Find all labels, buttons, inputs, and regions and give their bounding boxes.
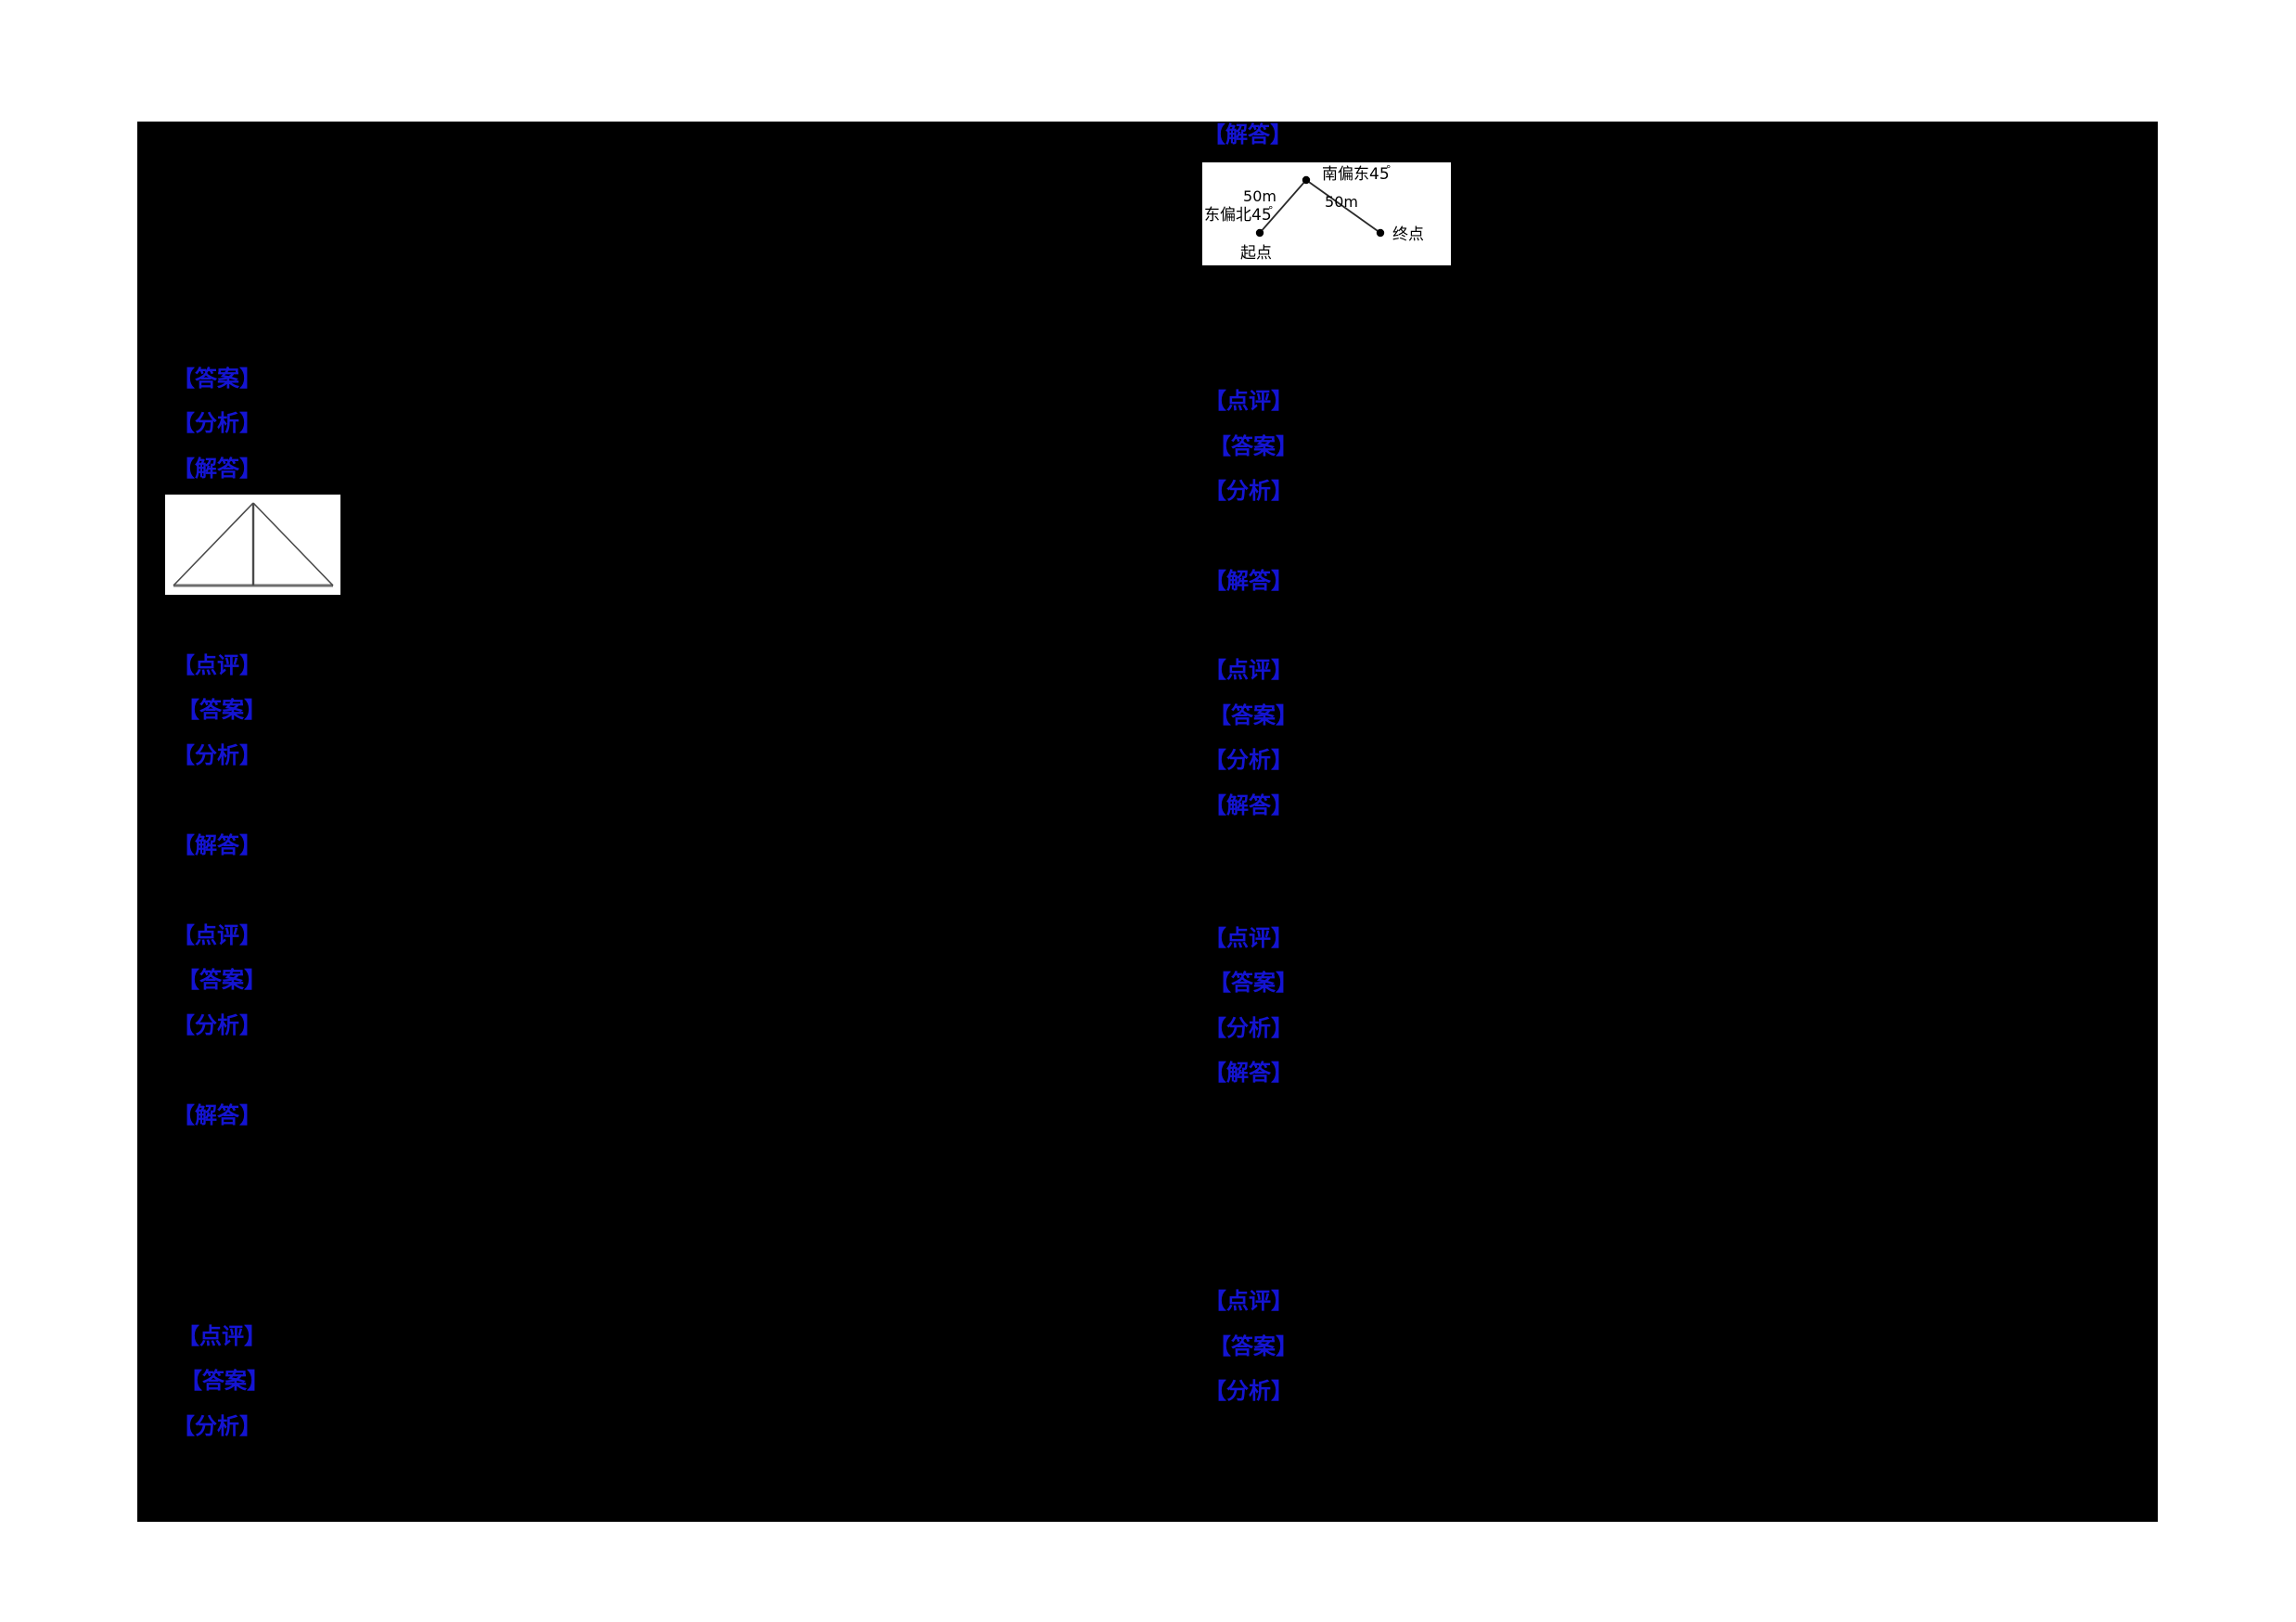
bearing-route-diagram: 起点 终点 50m 50m 东偏北45 ° 南偏东45 °	[1202, 162, 1451, 265]
bearing-1-label: 东偏北45	[1204, 206, 1272, 225]
section-tag-right_column-9: 【点评】	[1204, 925, 1293, 951]
triangle-figure	[165, 495, 340, 595]
bearing-2-label: 南偏东45	[1322, 165, 1390, 184]
section-tag-right_column-3: 【分析】	[1204, 478, 1293, 504]
section-tag-left_column-1: 【分析】	[173, 410, 262, 436]
bearing-figure: 起点 终点 50m 50m 东偏北45 ° 南偏东45 °	[1202, 162, 1451, 265]
section-tag-right_column-0: 【解答】	[1203, 122, 1292, 148]
route-segment-2	[1305, 179, 1381, 234]
section-tag-right_column-13: 【点评】	[1204, 1288, 1293, 1314]
start-label: 起点	[1240, 244, 1272, 263]
section-tag-left_column-11: 【点评】	[177, 1323, 266, 1349]
section-tag-left_column-5: 【分析】	[173, 742, 262, 768]
triangle-right-side	[252, 502, 334, 586]
end-label: 终点	[1392, 225, 1424, 244]
section-tag-left_column-0: 【答案】	[173, 366, 262, 392]
section-tag-left_column-10: 【解答】	[173, 1102, 262, 1128]
section-tag-right_column-1: 【点评】	[1204, 388, 1293, 414]
section-tag-left_column-7: 【点评】	[173, 922, 262, 948]
segment-1-length-label: 50m	[1243, 187, 1276, 205]
redacted-content-plate	[137, 122, 2158, 1522]
section-tag-left_column-12: 【答案】	[180, 1368, 269, 1394]
triangle-left-side	[173, 502, 254, 586]
section-tag-right_column-4: 【解答】	[1204, 568, 1293, 594]
segment-2-length-label: 50m	[1325, 193, 1358, 211]
end-point-marker	[1376, 228, 1385, 238]
section-tag-left_column-9: 【分析】	[173, 1012, 262, 1038]
section-tag-right_column-2: 【答案】	[1209, 433, 1298, 459]
section-tag-right_column-8: 【解答】	[1204, 792, 1293, 818]
section-tag-right_column-6: 【答案】	[1209, 702, 1298, 728]
section-tag-right_column-10: 【答案】	[1209, 970, 1298, 996]
section-tag-left_column-3: 【点评】	[173, 652, 262, 678]
triangle-diagram	[165, 495, 340, 595]
section-tag-right_column-11: 【分析】	[1204, 1015, 1293, 1041]
turning-point-marker	[1302, 175, 1311, 185]
section-tag-right_column-15: 【分析】	[1204, 1378, 1293, 1404]
section-tag-left_column-6: 【解答】	[173, 832, 262, 858]
bearing-1-degree-icon: °	[1268, 204, 1274, 216]
bearing-2-degree-icon: °	[1386, 163, 1392, 175]
section-tag-left_column-13: 【分析】	[173, 1413, 262, 1439]
section-tag-left_column-8: 【答案】	[177, 967, 266, 993]
bearing-figure-background	[1202, 162, 1451, 265]
route-segment-1	[1259, 179, 1307, 234]
section-tag-right_column-7: 【分析】	[1204, 747, 1293, 773]
section-tag-right_column-12: 【解答】	[1204, 1060, 1293, 1086]
section-tag-right_column-14: 【答案】	[1209, 1333, 1298, 1359]
start-point-marker	[1255, 228, 1264, 238]
section-tag-left_column-2: 【解答】	[173, 456, 262, 482]
section-tag-left_column-4: 【答案】	[177, 697, 266, 723]
section-tag-right_column-5: 【点评】	[1204, 657, 1293, 683]
